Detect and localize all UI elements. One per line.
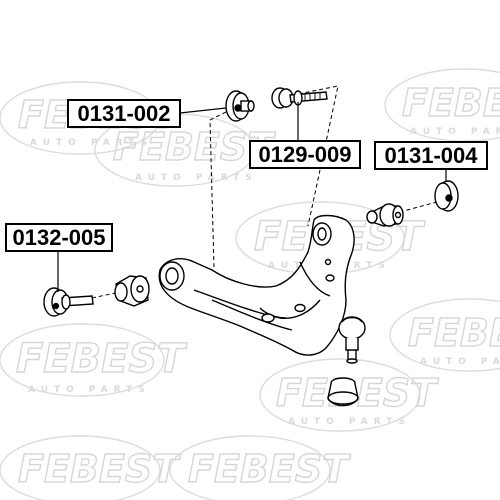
- watermark-tagline-text: AUTO PARTS: [288, 417, 411, 427]
- watermark-8: FEBEST: [0, 435, 182, 500]
- part-lower-control-arm: [158, 214, 355, 356]
- watermark-9: FEBEST: [169, 435, 352, 500]
- watermark-tagline-text: AUTO PARTS: [135, 173, 258, 183]
- part-cam-bolt-upper: [271, 87, 328, 109]
- leader-lines: [57, 102, 447, 292]
- part-number-text: 0132-005: [13, 225, 106, 250]
- part-cam-washer-right: [434, 180, 459, 212]
- guide-line-0131-002: [209, 111, 227, 269]
- part-number-text: 0129-009: [259, 142, 352, 167]
- part-cam-washer-upper: [225, 90, 255, 122]
- watermark-layer: FEBEST AUTO PARTS FEBEST AUTO PARTS FEBE…: [0, 68, 500, 500]
- part-cam-bolt-lower: [43, 287, 94, 317]
- watermark-4: FEBEST AUTO PARTS: [384, 68, 500, 142]
- watermark-brand-text: FEBEST: [188, 447, 351, 491]
- watermark-brand-text: FEBEST: [18, 447, 181, 491]
- watermark-tagline-text: AUTO PARTS: [420, 357, 500, 367]
- watermark-6: FEBEST AUTO PARTS: [0, 323, 188, 397]
- label-0131-002: 0131-002: [67, 99, 181, 128]
- part-ball-joint-boot: [327, 377, 359, 407]
- watermark-tagline-text: AUTO PARTS: [28, 385, 151, 395]
- label-0132-005: 0132-005: [5, 223, 113, 252]
- watermark-5: FEBEST AUTO PARTS: [389, 298, 500, 372]
- part-number-text: 0131-004: [385, 143, 479, 168]
- label-0129-009: 0129-009: [249, 140, 361, 169]
- label-0131-004: 0131-004: [374, 141, 488, 170]
- watermark-brand-text: FEBEST: [16, 336, 187, 382]
- watermark-brand-text: FEBEST: [408, 311, 500, 355]
- watermark-tagline-text: AUTO PARTS: [30, 138, 153, 148]
- part-number-text: 0131-002: [78, 101, 171, 126]
- watermark-tagline-text: AUTO PARTS: [410, 127, 500, 137]
- watermark-brand-text: FEBEST: [402, 81, 500, 125]
- part-bushing-right: [366, 203, 404, 227]
- guide-line-0129-009: [277, 85, 339, 227]
- part-bushing-lower: [114, 275, 150, 307]
- leader-0131-002: [179, 107, 227, 114]
- part-ball-joint: [338, 316, 366, 364]
